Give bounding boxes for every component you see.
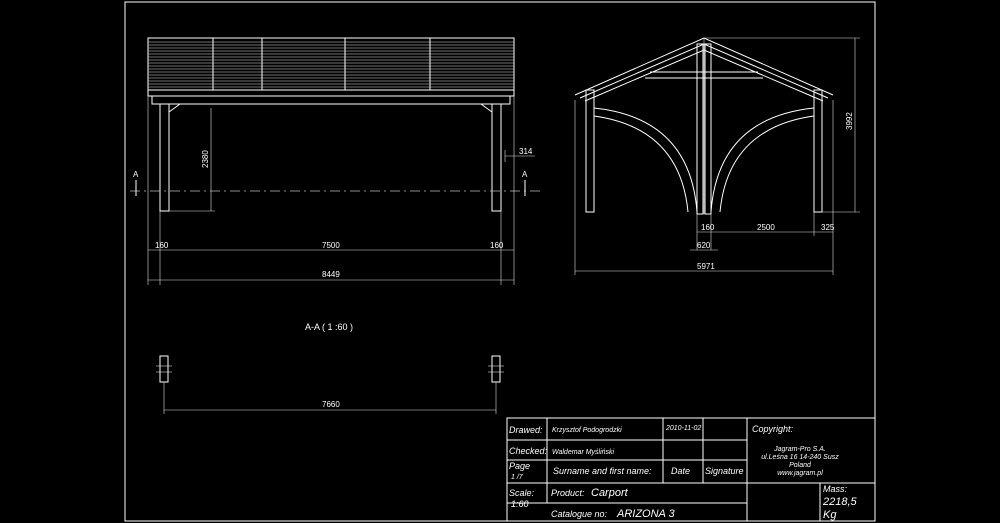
plan-post-right <box>491 355 501 383</box>
dim-post-width: 160 <box>701 223 715 232</box>
dim-edge: 325 <box>821 223 835 232</box>
roof-beam <box>147 89 515 97</box>
product-value: Carport <box>591 487 629 499</box>
main-beam <box>151 95 511 105</box>
dim-post-distance: 7660 <box>322 400 340 409</box>
surname-label: Surname and first name: <box>553 466 652 476</box>
center-post <box>696 43 704 215</box>
section-mark-left: A <box>133 170 139 179</box>
drawing-date: 2010-11-02 <box>665 425 701 432</box>
right-post <box>491 103 502 212</box>
dim-inner-span: 2500 <box>757 223 775 232</box>
sheet-frame <box>124 1 876 522</box>
right-arch <box>710 107 815 213</box>
drawed-label: Drawed: <box>509 425 543 435</box>
dim-total-height: 3992 <box>845 112 854 130</box>
page-value: 1 /7 <box>511 474 524 481</box>
section-mark-right: A <box>522 170 528 179</box>
checked-name: Waldemar Myśliński <box>552 449 615 456</box>
catalogue-value: ARIZONA 3 <box>616 508 676 520</box>
copyright-label: Copyright: <box>752 424 794 434</box>
dim-total-length: 8449 <box>322 270 340 279</box>
left-post <box>159 103 170 212</box>
scale-label: Scale: <box>509 488 535 498</box>
side-view: 3992 160 2500 325 620 5971 <box>574 37 860 275</box>
dim-span: 7500 <box>322 241 340 250</box>
company-line-2: ul.Leśna 16 14-240 Susz <box>761 454 839 461</box>
checked-label: Checked: <box>509 446 548 456</box>
roof-ribs <box>148 41 514 88</box>
plan-post-left <box>159 355 169 383</box>
outer-post-right <box>813 89 823 213</box>
company-line-3: Poland <box>789 462 812 469</box>
dim-post-left: 160 <box>155 241 169 250</box>
date-label: Date <box>671 466 690 476</box>
mass-label: Mass: <box>823 484 848 494</box>
front-view: A A 2380 314 160 7500 160 8449 <box>130 37 540 285</box>
signature-label: Signature <box>705 466 744 476</box>
mass-value: 2218,5 <box>822 496 858 508</box>
catalogue-label: Catalogue no: <box>551 509 608 519</box>
left-arch <box>593 107 698 213</box>
dim-center-width: 620 <box>697 241 711 250</box>
scale-value: 1:60 <box>511 499 529 509</box>
mass-unit: Kg <box>823 509 837 521</box>
drawed-name: Krzysztof Podogrodzki <box>552 427 622 434</box>
plan-view: 7660 <box>156 355 504 414</box>
dim-overhang: 314 <box>519 147 533 156</box>
company-line-4: www.jagram.pl <box>777 470 823 477</box>
dim-post-right: 160 <box>490 241 504 250</box>
outer-post-left <box>585 89 595 213</box>
product-label: Product: <box>551 488 585 498</box>
page-label: Page <box>509 461 530 471</box>
section-label: A-A ( 1 :60 ) <box>305 322 353 332</box>
dim-total-width: 5971 <box>697 262 715 271</box>
title-block: Drawed: Krzysztof Podogrodzki 2010-11-02… <box>506 417 876 522</box>
dim-post-height: 2380 <box>201 150 210 168</box>
company-line-1: Jagram-Pro S.A. <box>773 446 826 453</box>
roof-panel <box>147 37 515 91</box>
